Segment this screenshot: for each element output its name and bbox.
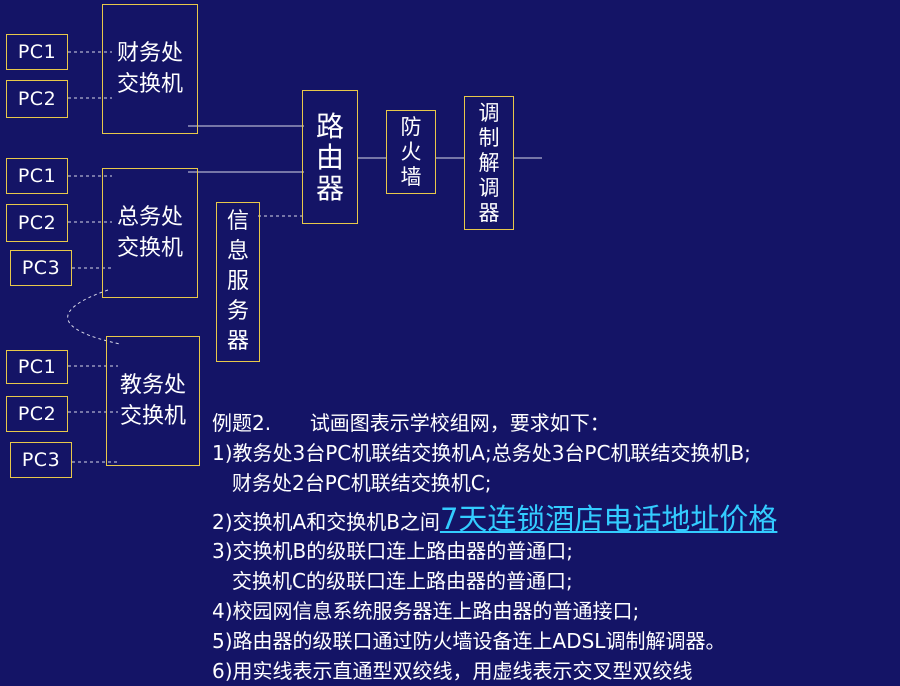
problem-title-text: 试画图表示学校组网，要求如下： (309, 411, 610, 435)
academic-switch[interactable]: 教务处交换机 (106, 336, 200, 466)
modem-label: 调制解调器 (478, 100, 500, 225)
finance-pc2[interactable]: PC2 (6, 80, 68, 118)
academic-pc3[interactable]: PC3 (10, 442, 72, 478)
requirement-3: 3)交换机B的级联口连上路由器的普通口; (212, 539, 573, 563)
academic-pc2[interactable]: PC2 (6, 396, 68, 432)
problem-title: 例题2. 试画图表示学校组网，要求如下： (212, 408, 777, 438)
general-pc3[interactable]: PC3 (10, 250, 72, 286)
academic-switch-label: 教务处交换机 (120, 373, 187, 429)
requirement-2-text: 2)交换机A和交换机B之间 (212, 510, 440, 534)
academic-pc1-label: PC1 (17, 356, 57, 378)
firewall-label: 防火墙 (400, 114, 422, 189)
general-pc2-label: PC2 (17, 212, 57, 234)
academic-pc1[interactable]: PC1 (6, 350, 68, 384)
router-label: 路由器 (315, 109, 344, 205)
finance-pc1[interactable]: PC1 (6, 34, 68, 70)
academic-pc2-label: PC2 (17, 403, 57, 425)
requirement-6: 6)用实线表示直通型双绞线，用虚线表示交叉型双绞线 (212, 659, 693, 683)
finance-switch-label: 财务处交换机 (117, 41, 184, 97)
finance-pc2-label: PC2 (17, 88, 57, 110)
requirement-5: 5)路由器的级联口通过防火墙设备连上ADSL调制解调器。 (212, 629, 726, 653)
general-pc3-label: PC3 (21, 257, 61, 279)
info-server-label: 信息服务器 (226, 209, 249, 354)
modem[interactable]: 调制解调器 (464, 96, 514, 230)
finance-pc1-label: PC1 (17, 41, 57, 63)
firewall[interactable]: 防火墙 (386, 110, 436, 194)
hotel-ad-link[interactable]: 7天连锁酒店电话地址价格 (439, 502, 778, 536)
general-pc1[interactable]: PC1 (6, 158, 68, 194)
general-pc1-label: PC1 (17, 165, 57, 187)
academic-pc3-label: PC3 (21, 449, 61, 471)
requirement-1b: 财务处2台PC机联结交换机C; (232, 471, 492, 495)
info-server[interactable]: 信息服务器 (216, 202, 260, 362)
problem-title-prefix: 例题2. (212, 411, 272, 435)
requirement-3b: 交换机C的级联口连上路由器的普通口; (232, 569, 573, 593)
general-switch-label: 总务处交换机 (117, 205, 184, 261)
finance-switch[interactable]: 财务处交换机 (102, 4, 198, 134)
link-general-academic (67, 289, 121, 345)
requirement-1: 1)教务处3台PC机联结交换机A;总务处3台PC机联结交换机B; (212, 441, 751, 465)
router[interactable]: 路由器 (302, 90, 358, 224)
general-switch[interactable]: 总务处交换机 (102, 168, 198, 298)
requirement-2: 2)交换机A和交换机B之间7天连锁酒店电话地址价格 (212, 498, 777, 536)
problem-text: 例题2. 试画图表示学校组网，要求如下： 1)教务处3台PC机联结交换机A;总务… (212, 408, 777, 686)
general-pc2[interactable]: PC2 (6, 204, 68, 242)
requirement-4: 4)校园网信息系统服务器连上路由器的普通接口; (212, 599, 640, 623)
